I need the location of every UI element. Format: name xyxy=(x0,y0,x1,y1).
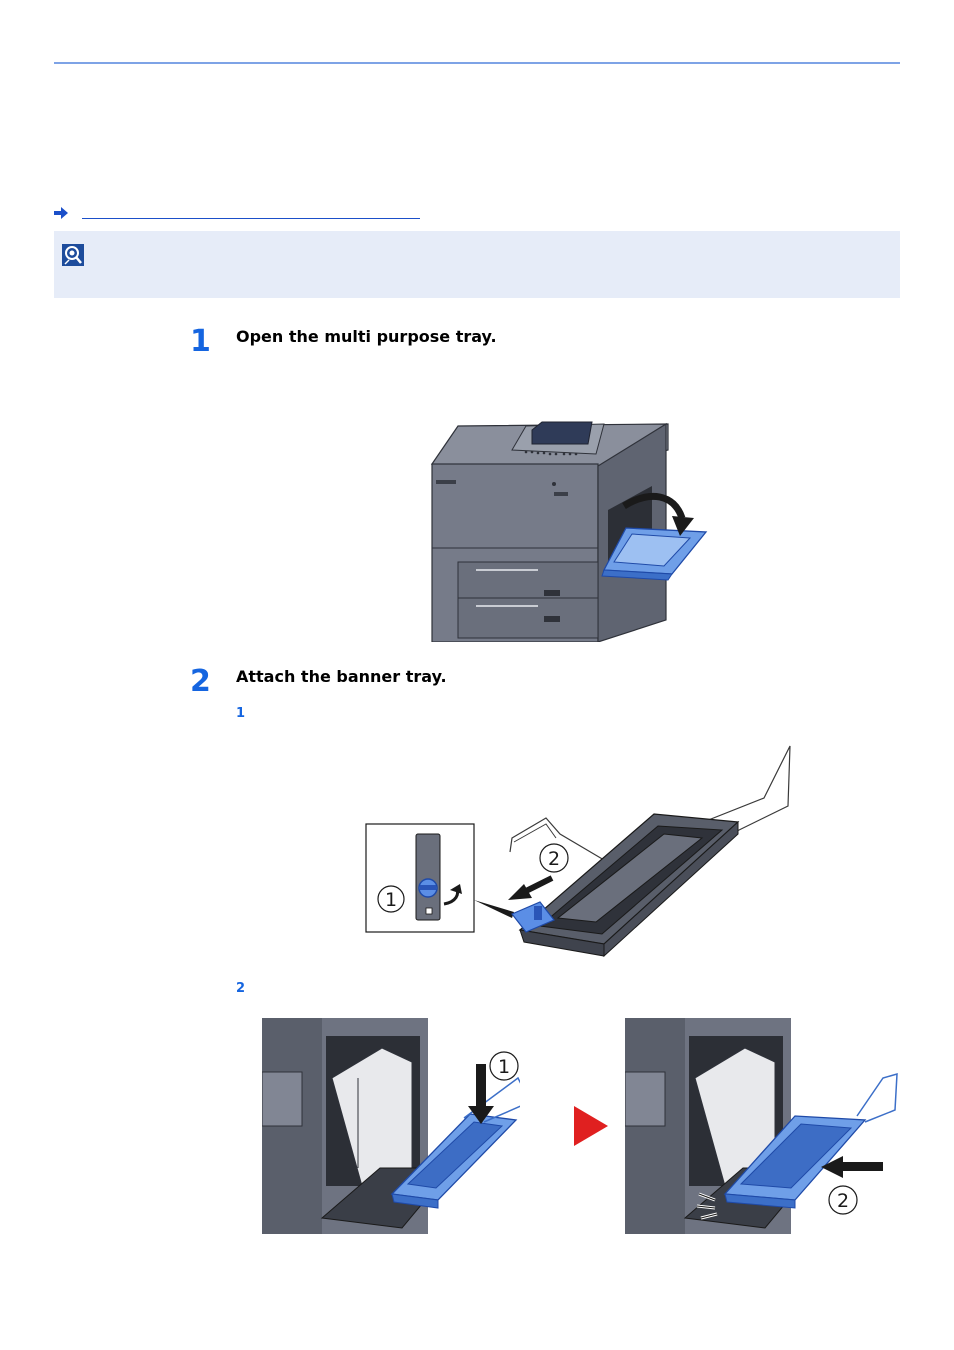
substep-number-2: 2 xyxy=(236,981,246,996)
banner-tray-figure: 1 2 xyxy=(365,745,791,958)
callout-2-label-attach: 2 xyxy=(837,1190,849,1212)
note-box xyxy=(54,231,900,298)
red-triangle-arrow-icon xyxy=(574,1106,608,1146)
reference-link[interactable] xyxy=(54,205,420,221)
step-number-2: 2 xyxy=(190,664,211,699)
attach-tray-left-figure: 1 xyxy=(262,1018,520,1234)
callout-1-label: 1 xyxy=(385,889,397,911)
step-text-1: Open the multi purpose tray. xyxy=(236,327,497,346)
substep-number-1: 1 xyxy=(236,706,246,721)
step-number-1: 1 xyxy=(190,324,211,359)
attach-tray-right-figure: 2 xyxy=(625,1018,898,1234)
link-arrow-icon xyxy=(54,207,68,219)
link-underline xyxy=(82,218,420,219)
printer-open-mp-tray-figure xyxy=(430,421,708,642)
callout-2-label: 2 xyxy=(548,848,560,870)
header-rule xyxy=(54,62,900,64)
callout-1-label-attach: 1 xyxy=(498,1056,510,1078)
step-text-2: Attach the banner tray. xyxy=(236,667,447,686)
note-magnifier-icon xyxy=(62,244,84,266)
